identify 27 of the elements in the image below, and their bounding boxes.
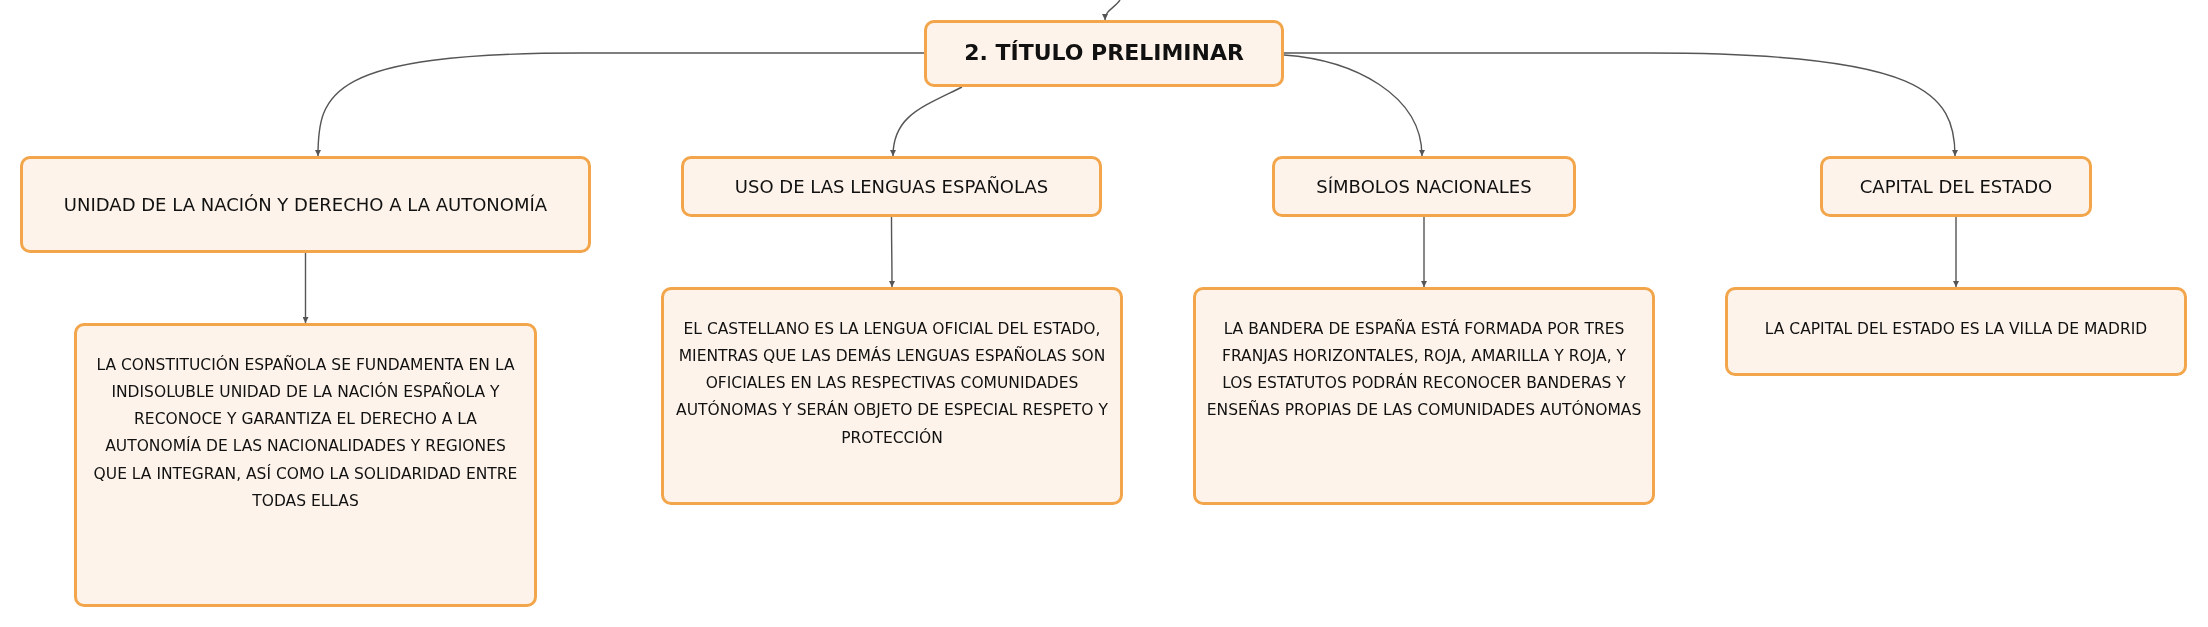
title-box — [924, 20, 1284, 87]
connector-arrow — [302, 252, 309, 324]
connector-arrow — [1283, 54, 1425, 157]
description-text: LA BANDERA DE ESPAÑA ESTÁ FORMADA POR TRES FRANJAS HORIZONTALES, ROJA, AMARILLA Y ROJA, Y LOS ESTATUTOS PODRÁN RECONOCER BANDERAS Y ENSEÑAS PROPIAS DE LAS COMUNIDADES AUTÓNOMAS — [1206, 318, 1642, 422]
topic-box — [20, 156, 591, 253]
description-box — [74, 323, 537, 607]
topic-label: 2. TÍTULO PRELIMINAR — [964, 39, 1244, 68]
topic-label: USO DE LAS LENGUAS ESPAÑOLAS — [734, 174, 1049, 199]
connector-arrow — [1421, 216, 1427, 288]
connector-arrow — [890, 86, 963, 157]
topic-box — [1820, 156, 2092, 217]
connector-arrow — [1102, 0, 1121, 21]
description-text: LA CONSTITUCIÓN ESPAÑOLA SE FUNDAMENTA EN LA INDISOLUBLE UNIDAD DE LA NACIÓN ESPAÑOLA Y RECONOCE Y GARANTIZA EL DERECHO A LA AUTONOMÍA DE LAS NACIONALIDADES Y REGIONES QUE LA INTEGRAN, ASÍ COMO LA SOLIDARIDAD ENTRE TODAS ELLAS — [92, 354, 519, 512]
connector-arrow — [315, 52, 925, 157]
topic-label: CAPITAL DEL ESTADO — [1859, 174, 2053, 199]
description-text: EL CASTELLANO ES LA LENGUA OFICIAL DEL ESTADO, MIENTRAS QUE LAS DEMÁS LENGUAS ESPAÑOLAS SON OFICIALES EN LAS RESPECTIVAS COMUNIDADES AUTÓNOMAS Y SERÁN OBJETO DE ESPECIAL RESPETO Y PROTECCIÓN — [675, 319, 1109, 449]
topic-label: UNIDAD DE LA NACIÓN Y DERECHO A LA AUTONOMÍA — [63, 192, 548, 217]
topic-box — [1272, 156, 1576, 217]
description-box — [1725, 287, 2187, 376]
topic-label: SÍMBOLOS NACIONALES — [1316, 174, 1532, 199]
connector-arrow — [889, 216, 895, 288]
connector-arrow — [1953, 216, 1959, 288]
description-text: LA CAPITAL DEL ESTADO ES LA VILLA DE MADRID — [1764, 319, 2148, 340]
description-box — [661, 287, 1123, 505]
description-box — [1193, 287, 1655, 505]
topic-box — [681, 156, 1102, 217]
connector-arrow — [1283, 52, 1958, 157]
